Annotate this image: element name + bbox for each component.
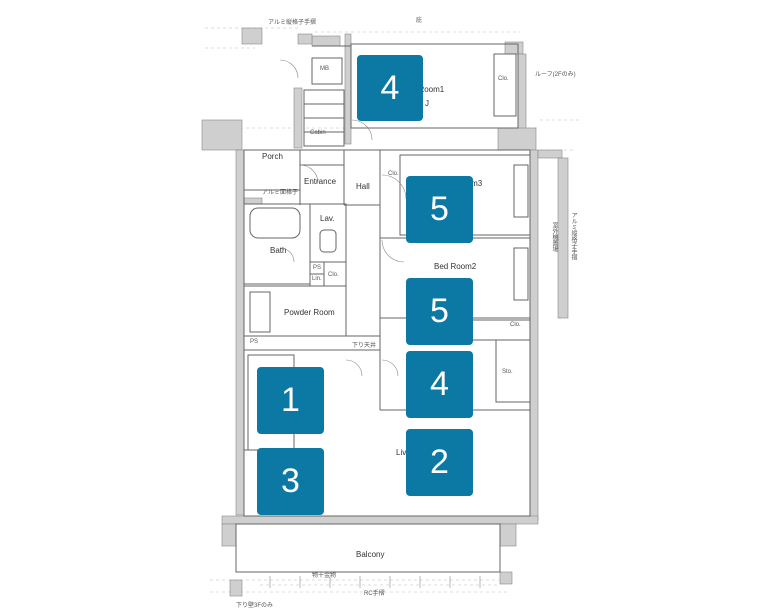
badge-bedroom1: 4 bbox=[357, 55, 423, 121]
badge-dining: 3 bbox=[257, 448, 324, 515]
badge-living: 2 bbox=[406, 429, 473, 496]
note-right-vertical: アルミ縦格子手摺 bbox=[570, 212, 576, 260]
room-label-cabin: Cabin bbox=[310, 130, 326, 136]
room-label-entrance: Entrance bbox=[304, 177, 337, 186]
room-label-hall: Hall bbox=[356, 182, 370, 191]
note-aluminum-porch: アルミ面格子 bbox=[262, 190, 298, 196]
room-label-mb: MB bbox=[320, 66, 329, 72]
room-label-lowered-ceiling: 下り天井 bbox=[352, 343, 377, 349]
badge-bedroom2: 5 bbox=[406, 278, 473, 345]
room-label-bedroom1: Bed Room1 bbox=[402, 85, 445, 94]
walls bbox=[201, 27, 569, 597]
room-label-bedroom1-suffix: J bbox=[425, 99, 429, 108]
note-rc-rail: RC手摺 bbox=[364, 591, 385, 597]
room-label-storage: Sto. bbox=[502, 369, 513, 375]
badge-bedroom3: 5 bbox=[406, 176, 473, 243]
room-label-clo-hall: Clo. bbox=[388, 171, 399, 177]
badge-kitchen: 1 bbox=[257, 367, 324, 434]
room-label-porch: Porch bbox=[262, 152, 283, 161]
room-label-lav: Lav. bbox=[320, 214, 335, 223]
room-label-balcony: Balcony bbox=[356, 550, 385, 559]
room-label-lin: Lin. bbox=[312, 276, 322, 282]
room-label-ps-left: PS bbox=[250, 339, 259, 345]
door-swings bbox=[279, 59, 407, 377]
note-aluminum-top: アルミ縦格子手摺 bbox=[268, 20, 316, 26]
room-label-clo-small: Clo. bbox=[328, 272, 339, 278]
badge-storage: 4 bbox=[406, 351, 473, 418]
room-label-ps-top: PS bbox=[313, 265, 322, 271]
room-label-clo-top-right: Clo. bbox=[498, 76, 509, 82]
room-label-bedroom2: Bed Room2 bbox=[434, 262, 477, 271]
note-balcony-rail: 物干金物 bbox=[312, 573, 337, 579]
room-label-clo-right: Clo. bbox=[510, 322, 521, 328]
note-bottom-left: 下り壁3Fのみ bbox=[236, 603, 274, 609]
note-right-vertical2: 室外機置場 bbox=[551, 222, 557, 252]
note-roof: ルーフ(2Fのみ) bbox=[535, 72, 576, 78]
room-label-bath: Bath bbox=[270, 246, 287, 255]
room-label-powder-room: Powder Room bbox=[284, 308, 335, 317]
note-top-edge: 庇 bbox=[416, 18, 423, 24]
railing-ticks bbox=[269, 576, 481, 588]
